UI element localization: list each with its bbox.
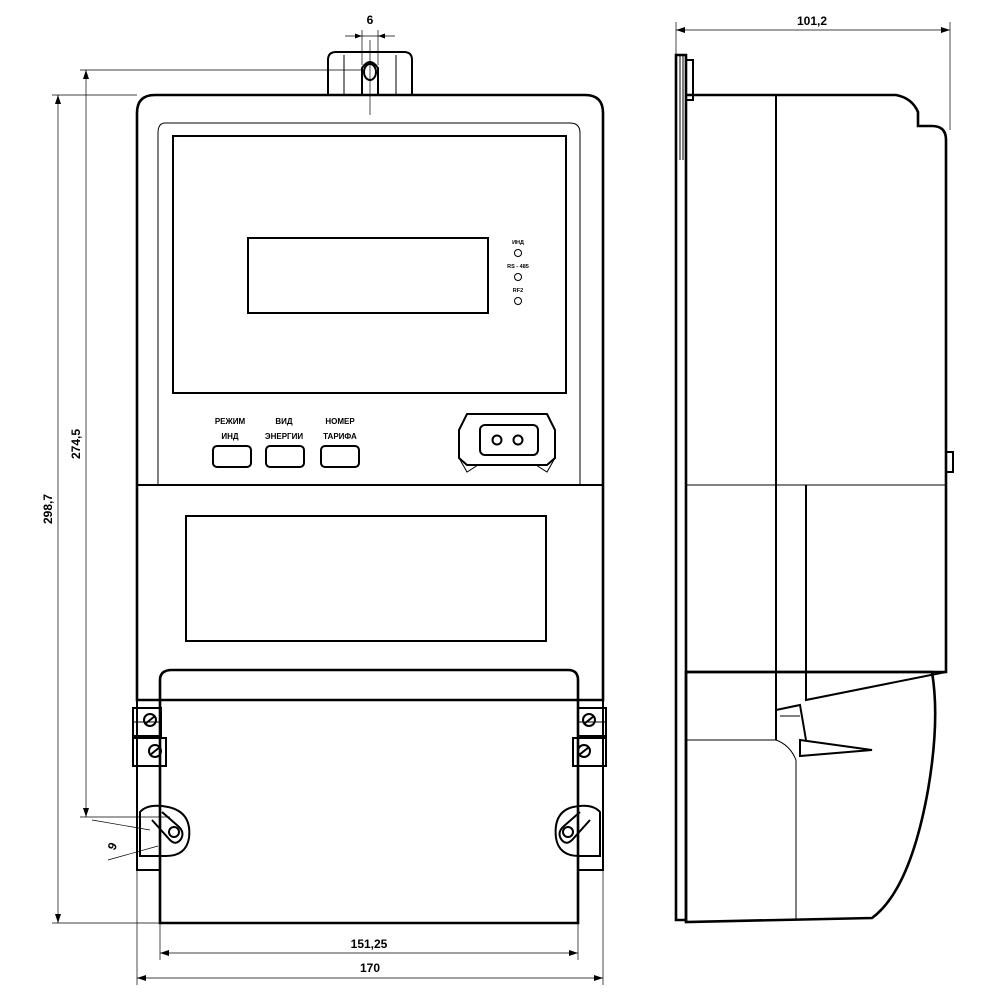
dimension-total-width: 170 (136, 870, 604, 985)
screw-icon (577, 744, 591, 758)
button-tariff-group: НОМЕР ТАРИФА (320, 417, 360, 468)
screw-icon (582, 713, 596, 727)
upper-housing (135, 93, 605, 702)
dimension-label-9: 9 (105, 840, 121, 852)
button-mode-label-1: РЕЖИМ (215, 417, 246, 426)
button-energy[interactable] (265, 445, 305, 468)
side-view: 101,2 (674, 14, 954, 924)
terminal-cover (158, 668, 580, 925)
dimension-label-101-2: 101,2 (797, 14, 827, 28)
button-mode-label-2: ИНД (221, 432, 239, 441)
button-energy-label-1: ВИД (275, 417, 293, 426)
button-energy-group: ВИД ЭНЕРГИИ (265, 417, 305, 468)
dimension-label-151-25: 151,25 (351, 937, 388, 951)
screw-icon (143, 713, 157, 727)
left-mount-slot (139, 804, 191, 857)
button-energy-label-2: ЭНЕРГИИ (265, 432, 303, 441)
lower-window (185, 515, 547, 642)
dimension-slot: 9 (91, 819, 159, 861)
side-terminal-cover (684, 670, 937, 924)
dimension-label-298-7: 298,7 (41, 494, 55, 524)
indicator-leds: ИНД RS - 485 RF2 (507, 240, 529, 305)
dimension-terminal-width: 6 (345, 13, 395, 115)
dimension-depth: 101,2 (675, 14, 951, 130)
button-tariff-label-2: ТАРИФА (323, 432, 357, 441)
led-label-rf2: RF2 (513, 288, 523, 294)
dimension-label-274-5: 274,5 (69, 429, 83, 459)
side-upper-body (686, 93, 948, 674)
side-back-plate (674, 53, 688, 922)
button-tariff-label-1: НОМЕР (325, 417, 355, 426)
button-tariff[interactable] (320, 445, 360, 468)
led-label-rs485: RS - 485 (507, 264, 529, 270)
lcd-display (247, 237, 489, 314)
button-mode-group: РЕЖИМ ИНД (212, 417, 252, 468)
dimension-label-170: 170 (360, 961, 380, 975)
optical-port (458, 413, 556, 473)
button-mode[interactable] (212, 445, 252, 468)
dimension-height-mount: 274,5 (69, 69, 365, 818)
dimension-base-width: 151,25 (159, 923, 579, 960)
screw-icon (148, 744, 162, 758)
dimension-label-6: 6 (367, 13, 374, 27)
front-view: ИНД RS - 485 RF2 РЕЖИМ ИНД ВИД ЭНЕРГИИ Н… (41, 13, 607, 985)
front-window (172, 135, 567, 394)
dimension-height-total: 298,7 (41, 94, 160, 924)
led-label-ind: ИНД (512, 240, 524, 246)
right-mount-slot (554, 804, 601, 857)
